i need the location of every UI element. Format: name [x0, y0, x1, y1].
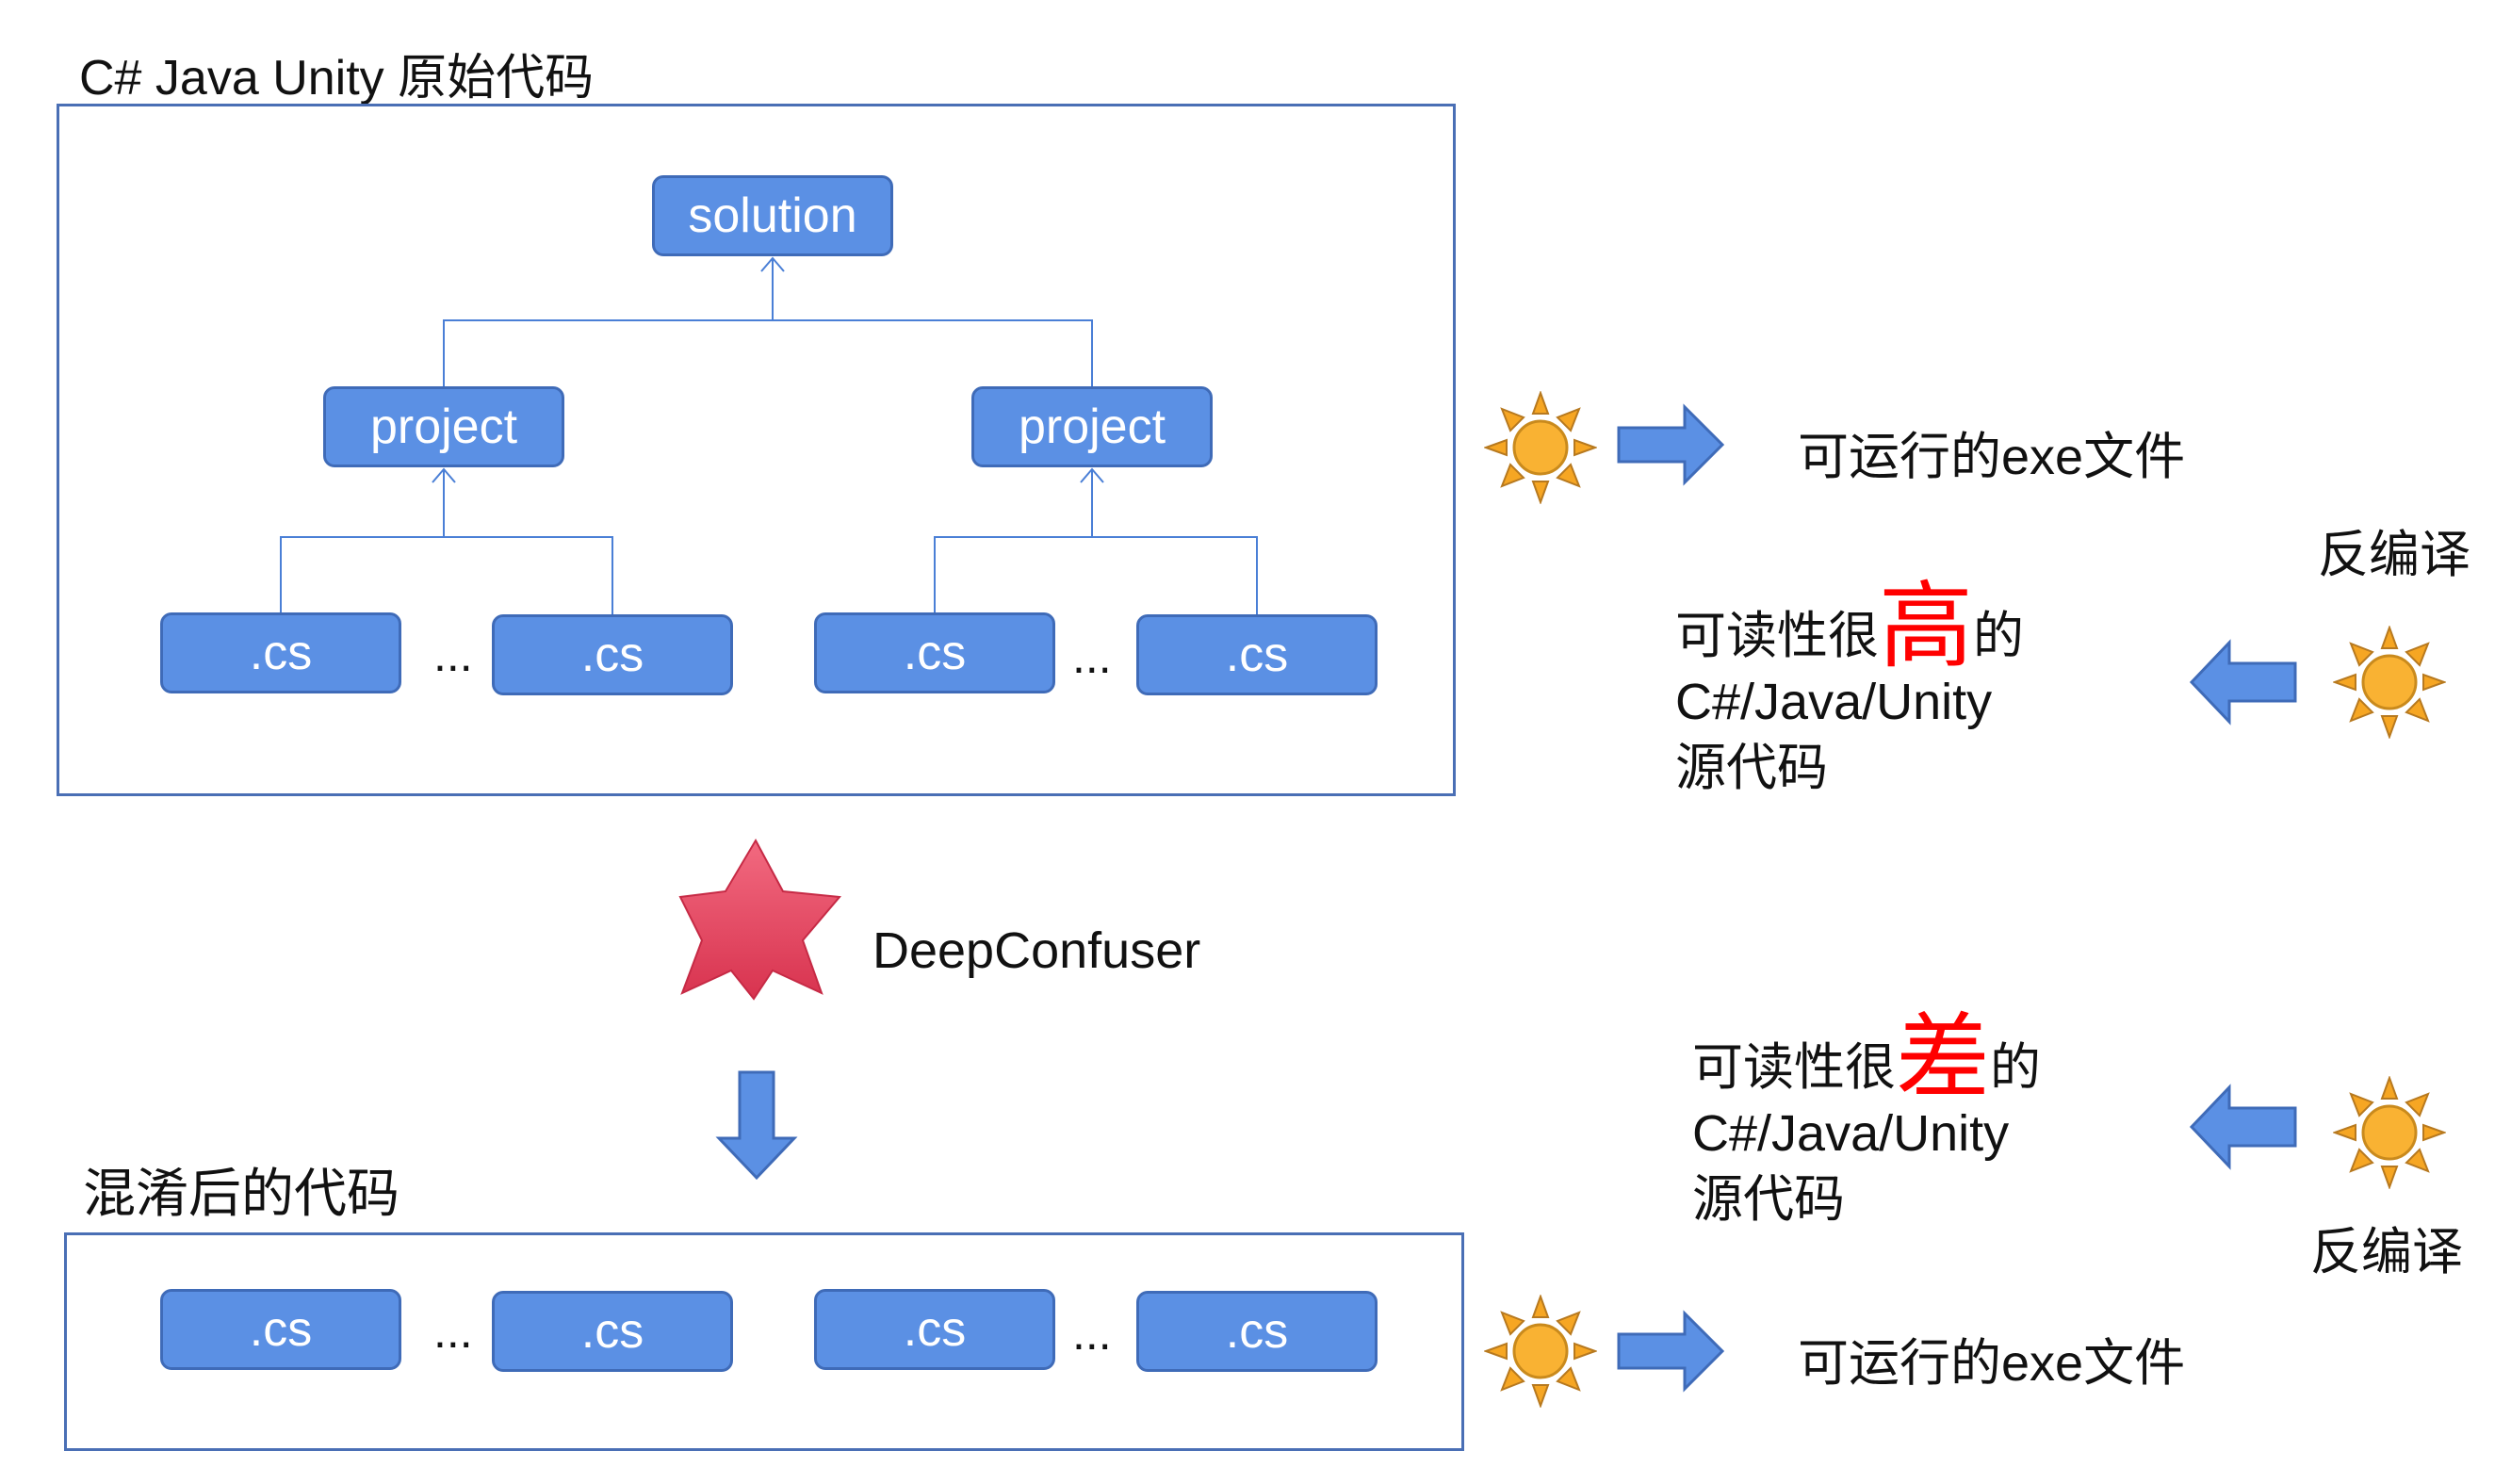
original-code-frame — [57, 104, 1456, 796]
bottom-section-title: 混淆后的代码 — [83, 1164, 399, 1223]
ellipsis: ... — [1072, 1307, 1112, 1360]
cs-file-node: .cs — [1136, 1291, 1378, 1372]
emphasis-high: 高 — [1879, 574, 1973, 679]
exe-output-label: 可运行的exe文件 — [1798, 429, 2186, 485]
cs-file-node: .cs — [160, 1289, 401, 1370]
obfuscated-code-frame — [64, 1232, 1464, 1451]
top-section-title: C# Java Unity 原始代码 — [79, 51, 595, 106]
cs-file-node: .cs — [814, 612, 1055, 693]
cs-file-node: .cs — [160, 612, 401, 693]
cs-file-node: .cs — [814, 1289, 1055, 1370]
cs-file-node: .cs — [1136, 614, 1378, 695]
left-arrow-icon — [2189, 639, 2297, 726]
cs-file-node: .cs — [492, 614, 733, 695]
project-node-left: project — [323, 386, 564, 467]
left-arrow-icon — [2189, 1084, 2297, 1170]
exe-output-label: 可运行的exe文件 — [1798, 1335, 2186, 1392]
low-readability-text: 可读性很差的 C#/Java/Unity 源代码 — [1692, 1005, 2041, 1228]
down-arrow-icon — [715, 1070, 798, 1181]
obfuscator-label: DeepConfuser — [872, 922, 1201, 979]
emphasis-low: 差 — [1896, 1005, 1990, 1111]
ellipsis: ... — [433, 1305, 473, 1358]
tree-connectors — [280, 256, 1258, 614]
sun-icon — [2333, 626, 2446, 739]
right-arrow-icon — [1617, 1310, 1725, 1393]
sun-icon — [1484, 391, 1597, 504]
decompile-label: 反编译 — [2310, 1224, 2463, 1280]
ellipsis: ... — [433, 628, 473, 681]
sun-icon — [2333, 1076, 2446, 1189]
star-icon — [678, 838, 841, 1001]
high-readability-text: 可读性很高的 C#/Java/Unity 源代码 — [1675, 574, 2024, 796]
right-arrow-icon — [1617, 403, 1725, 486]
solution-node: solution — [652, 175, 893, 256]
cs-file-node: .cs — [492, 1291, 733, 1372]
project-node-right: project — [971, 386, 1213, 467]
sun-icon — [1484, 1295, 1597, 1408]
ellipsis: ... — [1072, 630, 1112, 683]
decompile-label: 反编译 — [2318, 527, 2470, 583]
